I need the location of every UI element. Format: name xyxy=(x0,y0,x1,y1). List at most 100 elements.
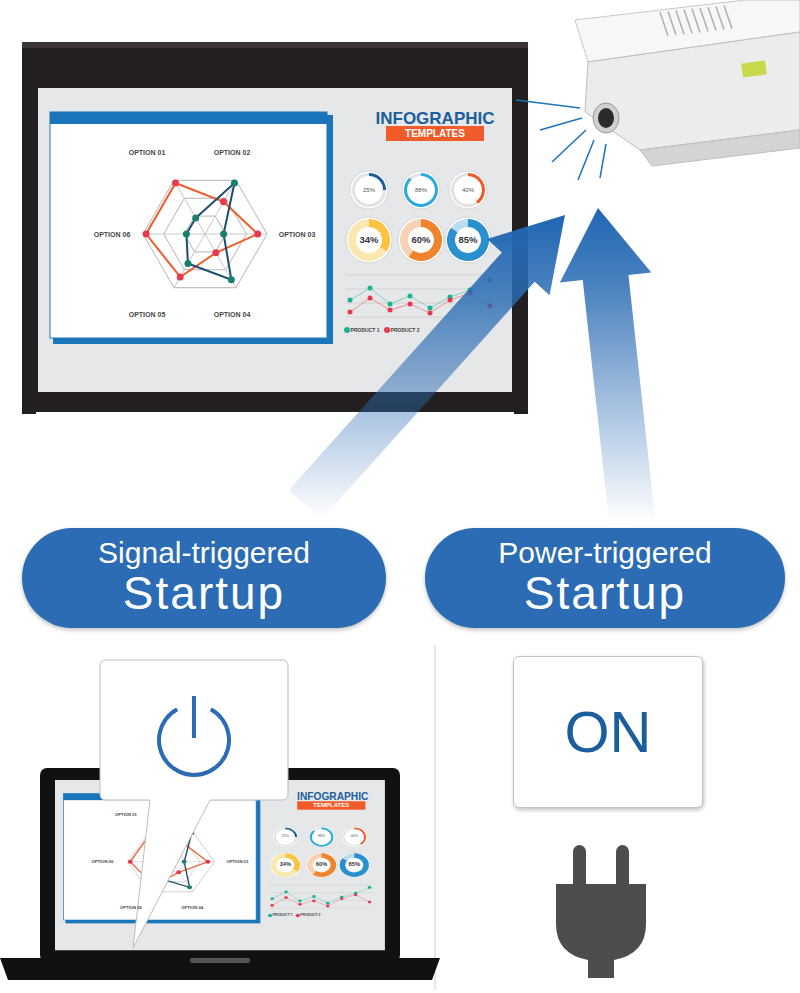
laptop-text: OPTION 06 xyxy=(91,860,113,864)
vent-slot xyxy=(716,6,724,29)
screen-band-text: TEMPLATES xyxy=(405,129,465,139)
screen-axis-label: OPTION 06 xyxy=(94,231,131,238)
laptop-text: INFOGRAPHIC xyxy=(297,792,368,802)
laptop-text: 85% xyxy=(349,862,360,868)
donut-arc xyxy=(313,853,336,877)
laptop-text: PRODUCT 2 xyxy=(300,914,320,918)
radar-spoke xyxy=(143,234,205,235)
divider-line xyxy=(435,645,436,990)
laptop-text: OPTION 01 xyxy=(115,813,137,817)
radar-dot xyxy=(254,231,261,238)
plug-body xyxy=(556,884,646,978)
laptop-text: OPTION 03 xyxy=(226,860,248,864)
radar-dot xyxy=(143,231,150,238)
power-plug xyxy=(556,845,646,978)
donut-disc xyxy=(338,852,370,878)
screen-percent-value: 40% xyxy=(462,187,474,193)
screen-percent-value: 60% xyxy=(411,235,430,245)
donut-arc xyxy=(447,219,489,261)
donut-track xyxy=(451,173,485,207)
radar-dot xyxy=(177,273,184,280)
chart-dot xyxy=(312,900,315,903)
donut-disc xyxy=(306,852,338,878)
screen-axis-label: OPTION 01 xyxy=(129,149,166,156)
projector-bottom xyxy=(640,130,800,166)
label-heading: Signal-triggered xyxy=(98,537,310,569)
donut-track xyxy=(400,219,442,261)
laptop-text: 34% xyxy=(280,862,291,868)
light-beam xyxy=(516,100,580,108)
laptop-screen-content xyxy=(55,780,385,950)
projector-front xyxy=(585,32,800,150)
donut-disc xyxy=(341,826,367,847)
radar-dot xyxy=(184,260,191,267)
lens-ring xyxy=(593,103,619,133)
vent-slot xyxy=(724,6,732,29)
panel-top-bar xyxy=(50,112,327,124)
donut-track xyxy=(404,173,438,207)
radar-dot xyxy=(183,231,190,238)
label-heading: Power-triggered xyxy=(498,537,711,569)
laptop-notch xyxy=(190,958,250,963)
radar-ring xyxy=(143,180,267,287)
vent-slot xyxy=(684,10,692,34)
donut-disc xyxy=(272,826,298,847)
chart-dot xyxy=(270,897,273,900)
laptop-text: OPTION 05 xyxy=(120,906,142,910)
donut-track xyxy=(348,219,390,261)
chart-dot xyxy=(428,311,433,316)
screen-top-bar xyxy=(22,42,528,48)
radar-series xyxy=(186,183,234,280)
chart-dot xyxy=(348,310,353,315)
radar-dot xyxy=(128,860,133,864)
label-word: Startup xyxy=(524,569,686,619)
donut-disc xyxy=(449,171,487,209)
screen-heading: INFOGRAPHIC xyxy=(376,110,495,127)
donut-track xyxy=(352,173,386,207)
chart-dot xyxy=(368,286,373,291)
radar-dot xyxy=(176,870,181,874)
screen-axis-label: OPTION 03 xyxy=(279,231,316,238)
radar-spoke xyxy=(174,234,205,288)
startup-label: Signal-triggeredStartup xyxy=(22,528,386,628)
vent-slot xyxy=(700,8,708,32)
donut-disc xyxy=(445,217,491,263)
templates-band xyxy=(386,126,484,141)
light-beam xyxy=(552,130,586,162)
radar-dot xyxy=(172,179,179,186)
chart-dot xyxy=(312,895,315,898)
light-beam xyxy=(578,140,594,180)
donut-disc xyxy=(402,171,440,209)
laptop-text: OPTION 04 xyxy=(181,906,203,910)
radar-dot xyxy=(220,231,227,238)
donut-arc xyxy=(310,828,334,847)
vent-slot xyxy=(708,7,716,30)
donut-arc xyxy=(404,173,438,207)
power-icon-bar xyxy=(192,696,196,738)
donut-disc xyxy=(269,852,301,878)
chart-dot xyxy=(298,900,301,903)
startup-arrow xyxy=(289,215,565,520)
templates-band xyxy=(297,801,365,809)
laptop-text: 60% xyxy=(316,862,327,868)
screen-axis-label: OPTION 04 xyxy=(214,311,251,318)
chart-line xyxy=(272,888,369,904)
screen-percent-value: 88% xyxy=(415,187,427,193)
radar-dot xyxy=(220,198,227,205)
projector xyxy=(575,0,800,166)
speech-bubble xyxy=(100,660,288,948)
startup-label: Power-triggeredStartup xyxy=(425,528,785,628)
donut-disc xyxy=(350,171,388,209)
radar-dot xyxy=(187,885,192,889)
radar-series xyxy=(146,183,258,277)
chart-dot xyxy=(340,897,343,900)
screen-surface xyxy=(55,780,385,950)
chart-dot xyxy=(368,901,371,904)
chart-dot xyxy=(428,306,433,311)
radar-dot xyxy=(205,860,210,864)
projector-badge xyxy=(741,60,767,77)
donut-track xyxy=(274,828,298,847)
chart-dot xyxy=(408,302,413,307)
screen-percent-value: 34% xyxy=(359,235,378,245)
chart-dot xyxy=(368,886,371,889)
